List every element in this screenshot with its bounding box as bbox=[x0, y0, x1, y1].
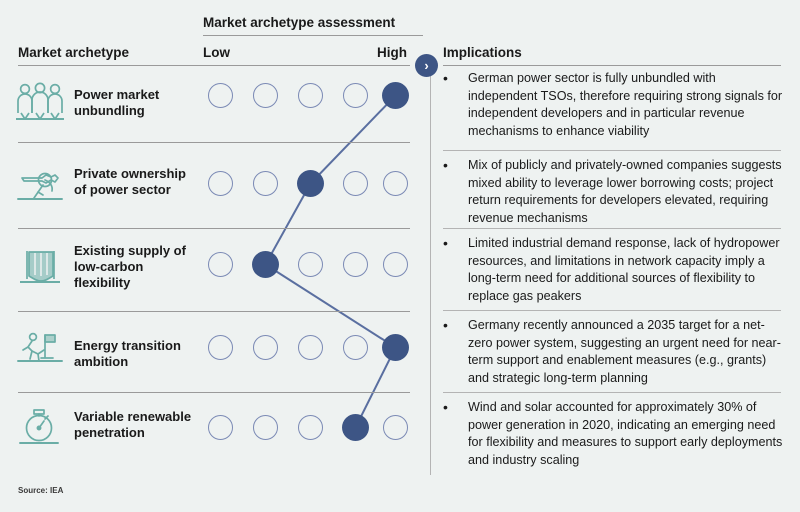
score-dot-3[interactable] bbox=[297, 170, 324, 197]
score-dot-5[interactable] bbox=[383, 171, 408, 196]
score-dot-2[interactable] bbox=[253, 83, 278, 108]
score-dot-4[interactable] bbox=[343, 252, 368, 277]
score-dot-5[interactable] bbox=[383, 252, 408, 277]
bullet-icon: • bbox=[443, 235, 448, 251]
score-dot-4[interactable] bbox=[343, 335, 368, 360]
score-dot-1[interactable] bbox=[208, 83, 233, 108]
row-divider bbox=[18, 228, 410, 229]
list-item: • Wind and solar accounted for approxima… bbox=[443, 399, 783, 469]
row-label: Existing supply of low-carbon flexibilit… bbox=[74, 243, 186, 290]
score-dot-3[interactable] bbox=[298, 335, 323, 360]
assessment-title: Market archetype assessment bbox=[203, 15, 396, 30]
score-dot-5[interactable] bbox=[382, 334, 409, 361]
score-dot-4[interactable] bbox=[343, 83, 368, 108]
implication-text: German power sector is fully unbundled w… bbox=[468, 71, 783, 138]
source-note: Source: IEA bbox=[18, 486, 64, 495]
score-dot-3[interactable] bbox=[298, 252, 323, 277]
row-divider bbox=[18, 392, 410, 393]
implication-text: Mix of publicly and privately-owned comp… bbox=[468, 158, 782, 225]
score-dot-4[interactable] bbox=[343, 171, 368, 196]
score-dot-3[interactable] bbox=[298, 415, 323, 440]
score-dot-1[interactable] bbox=[208, 415, 233, 440]
column-header-implications: Implications bbox=[443, 45, 522, 60]
hydropower-dam-icon bbox=[14, 245, 66, 291]
score-dots-row-1[interactable] bbox=[0, 82, 430, 123]
score-dot-3[interactable] bbox=[298, 83, 323, 108]
bullet-icon: • bbox=[443, 399, 448, 415]
assessment-title-rule bbox=[203, 35, 423, 36]
implication-text: Germany recently announced a 2035 target… bbox=[468, 318, 781, 385]
archetype-matrix: Power market unbundling Privat bbox=[0, 80, 430, 455]
bullet-icon: • bbox=[443, 70, 448, 86]
implication-text: Limited industrial demand response, lack… bbox=[468, 236, 780, 303]
score-dot-5[interactable] bbox=[382, 82, 409, 109]
implication-divider bbox=[443, 228, 781, 229]
panel-divider bbox=[430, 65, 431, 475]
runner-with-flag-icon bbox=[14, 330, 66, 376]
score-dot-5[interactable] bbox=[383, 415, 408, 440]
score-dot-1[interactable] bbox=[208, 171, 233, 196]
score-dots-row-5[interactable] bbox=[0, 414, 430, 455]
score-dot-1[interactable] bbox=[208, 252, 233, 277]
list-item: • Limited industrial demand response, la… bbox=[443, 235, 783, 305]
score-dot-2[interactable] bbox=[253, 415, 278, 440]
row-label: Power market unbundling bbox=[74, 87, 160, 118]
row-divider bbox=[18, 311, 410, 312]
header-rule-left bbox=[18, 65, 410, 66]
score-dot-2[interactable] bbox=[253, 335, 278, 360]
implication-divider bbox=[443, 392, 781, 393]
bullet-icon: • bbox=[443, 317, 448, 333]
row-divider bbox=[18, 142, 410, 143]
row-label: Private ownership of power sector bbox=[74, 166, 186, 197]
list-item: • Germany recently announced a 2035 targ… bbox=[443, 317, 783, 387]
scale-label-low: Low bbox=[203, 45, 230, 60]
score-dots-row-4[interactable] bbox=[0, 334, 430, 375]
implication-divider bbox=[443, 310, 781, 311]
implication-text: Wind and solar accounted for approximate… bbox=[468, 400, 783, 467]
score-dots-row-2[interactable] bbox=[0, 170, 430, 211]
bullet-icon: • bbox=[443, 157, 448, 173]
row-label: Variable renewable penetration bbox=[74, 409, 192, 440]
stopwatch-icon bbox=[14, 405, 66, 451]
score-dots-row-3[interactable] bbox=[0, 251, 430, 292]
score-dot-2[interactable] bbox=[253, 171, 278, 196]
list-item: • German power sector is fully unbundled… bbox=[443, 70, 783, 140]
chevron-right-icon: › bbox=[415, 54, 438, 77]
score-dot-4[interactable] bbox=[342, 414, 369, 441]
scale-label-high: High bbox=[377, 45, 407, 60]
score-dot-1[interactable] bbox=[208, 335, 233, 360]
list-item: • Mix of publicly and privately-owned co… bbox=[443, 157, 783, 227]
column-header-archetype: Market archetype bbox=[18, 45, 130, 60]
implication-divider bbox=[443, 150, 781, 151]
row-label: Energy transition ambition bbox=[74, 338, 181, 369]
score-dot-2[interactable] bbox=[252, 251, 279, 278]
three-people-icon bbox=[14, 80, 66, 126]
key-icon bbox=[14, 165, 66, 211]
header-rule-right bbox=[443, 65, 781, 66]
